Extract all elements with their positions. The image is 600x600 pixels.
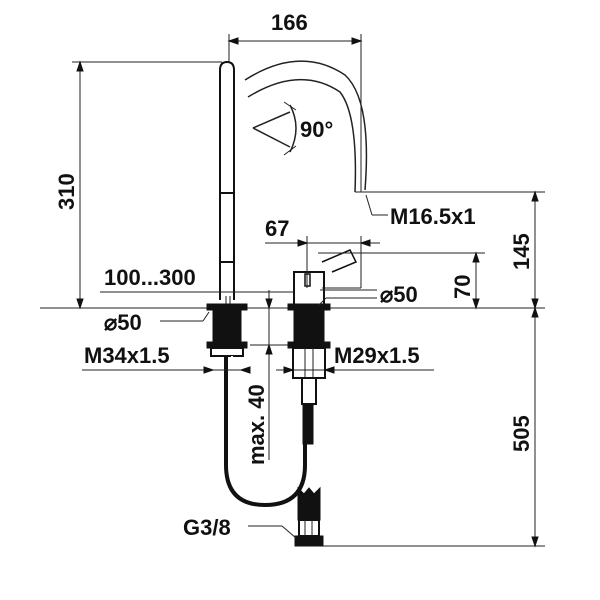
connection-thread-callout: G3/8: [183, 515, 297, 540]
reach-dimension: 166: [227, 10, 363, 192]
mixer-thread-label: M29x1.5: [334, 343, 420, 368]
hose-length-dimension: 505: [323, 306, 545, 548]
connection-thread-label: G3/8: [183, 515, 231, 540]
lever-offset-label: 67: [265, 216, 289, 241]
lever-height-label: 70: [450, 275, 475, 299]
lever-offset-dimension: 67: [265, 216, 380, 289]
deck-thickness-label: max. 40: [244, 384, 269, 465]
spout-body: [219, 60, 235, 320]
spout-arc: [244, 60, 370, 193]
total-height-label: 310: [54, 173, 79, 210]
spout-base-diameter-callout: ⌀50: [104, 310, 210, 335]
lever-height-dimension: 70: [318, 251, 485, 310]
mixer-body: [287, 249, 358, 445]
spout-base-diameter-label: ⌀50: [104, 310, 142, 335]
rotation-angle-symbol: 90°: [252, 101, 333, 156]
spout-thread-callout: M34x1.5: [82, 343, 251, 374]
rotation-angle-label: 90°: [300, 117, 333, 142]
hose-length-label: 505: [509, 415, 534, 452]
reach-label: 166: [271, 10, 308, 35]
hole-distance-label: 100...300: [104, 265, 196, 290]
mixer-base-diameter-label: ⌀50: [380, 282, 418, 307]
hole-distance-dimension: 100...300: [100, 265, 300, 293]
outlet-height-dimension: 145: [370, 190, 545, 310]
mixer-base-diameter-callout: ⌀50: [317, 282, 418, 307]
outlet-thread-label: M16.5x1: [390, 204, 476, 229]
mixer-thread-callout: M29x1.5: [276, 343, 434, 374]
spout-base: [206, 303, 307, 508]
deck-thickness-dimension: max. 40: [244, 290, 290, 465]
spout-thread-label: M34x1.5: [84, 343, 170, 368]
hose-connector: [294, 486, 324, 547]
outlet-height-label: 145: [509, 233, 534, 270]
outlet-thread-callout: M16.5x1: [365, 194, 476, 229]
